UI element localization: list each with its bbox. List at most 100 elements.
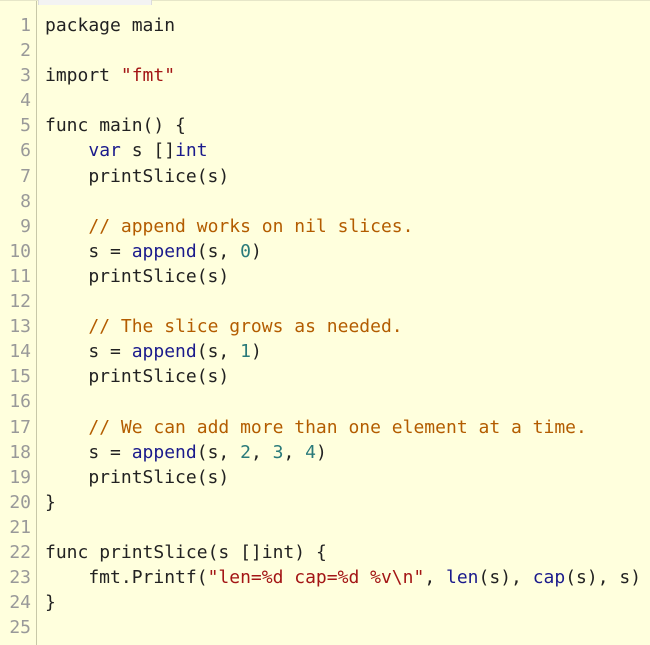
- code-token-plain: ): [316, 441, 327, 463]
- line-number: 3: [20, 65, 31, 87]
- code-token-keyword: var: [88, 140, 121, 162]
- code-token-plain: s =: [45, 441, 132, 463]
- line-number: 1: [20, 15, 31, 36]
- code-token-plain: [45, 316, 88, 337]
- code-token-plain: ,: [283, 441, 306, 463]
- code-line[interactable]: 4: [0, 88, 650, 113]
- code-text: printSlice(s): [45, 364, 229, 389]
- code-text: s = append(s, 2, 3, 4): [45, 440, 327, 465]
- code-token-number: 0: [240, 240, 251, 262]
- code-token-plain: package: [45, 15, 121, 36]
- line-number: 15: [9, 366, 31, 388]
- code-token-plain: main: [120, 15, 176, 36]
- line-number: 20: [9, 491, 31, 513]
- code-line[interactable]: 11 printSlice(s): [0, 264, 650, 289]
- code-line[interactable]: 6 var s []int: [0, 138, 650, 163]
- code-token-plain: printSlice(s): [45, 265, 230, 287]
- line-number: 2: [20, 40, 31, 62]
- code-token-plain: [45, 417, 88, 438]
- code-token-plain: (s), s): [565, 567, 642, 589]
- code-line[interactable]: 12: [0, 289, 650, 314]
- code-line[interactable]: 8: [0, 189, 650, 214]
- line-number: 6: [20, 140, 31, 162]
- code-token-plain: [45, 140, 88, 161]
- line-number: 4: [20, 90, 31, 112]
- code-line[interactable]: 24}: [0, 590, 650, 615]
- code-line[interactable]: 18 s = append(s, 2, 3, 4): [0, 440, 650, 465]
- code-token-comment: // We can add more than one element at a…: [88, 416, 587, 438]
- editor-tab-strip: [38, 0, 152, 5]
- code-token-builtin: append: [131, 341, 197, 363]
- code-token-plain: s =: [45, 240, 132, 262]
- code-line[interactable]: 3 import "fmt": [0, 63, 650, 88]
- code-token-plain: printSlice(s): [45, 466, 230, 488]
- line-number: 19: [9, 466, 31, 488]
- code-token-plain: fmt.Printf(: [45, 567, 208, 589]
- line-number: 10: [9, 240, 31, 262]
- code-line[interactable]: 1 package main: [0, 13, 650, 38]
- code-token-plain: ,: [424, 567, 446, 589]
- code-token-plain: (s,: [196, 441, 241, 463]
- code-token-plain: [110, 65, 121, 86]
- code-line[interactable]: 10 s = append(s, 0): [0, 239, 650, 264]
- code-line[interactable]: 16: [0, 389, 650, 414]
- code-text: // The slice grows as needed.: [45, 314, 403, 339]
- code-token-plain: s =: [45, 341, 132, 363]
- line-number: 5: [20, 115, 31, 137]
- code-line[interactable]: 13 // The slice grows as needed.: [0, 314, 650, 339]
- code-text: // We can add more than one element at a…: [45, 415, 587, 440]
- code-token-builtin: append: [131, 441, 197, 463]
- code-token-plain: [45, 216, 88, 237]
- line-number: 8: [20, 190, 31, 212]
- code-token-plain: (s,: [196, 341, 241, 363]
- code-text: }: [45, 490, 56, 515]
- code-token-plain: printSlice(s): [45, 165, 230, 187]
- code-text: }: [45, 590, 56, 615]
- code-line[interactable]: 23 fmt.Printf("len=%d cap=%d %v\n", len(…: [0, 565, 650, 590]
- line-number: 13: [9, 316, 31, 338]
- code-line[interactable]: 14 s = append(s, 1): [0, 339, 650, 364]
- code-token-plain: printSlice(s []: [88, 541, 262, 563]
- code-token-builtin: cap: [532, 567, 566, 589]
- code-text: func main() {: [45, 113, 186, 138]
- code-token-number: 2: [240, 441, 251, 463]
- code-line[interactable]: 5 func main() {: [0, 113, 650, 138]
- code-line[interactable]: 7 printSlice(s): [0, 164, 650, 189]
- code-text: printSlice(s): [45, 465, 229, 490]
- code-line[interactable]: 9 // append works on nil slices.: [0, 214, 650, 239]
- code-token-comment: // append works on nil slices.: [88, 215, 414, 237]
- code-line[interactable]: 20}: [0, 490, 650, 515]
- line-number: 21: [9, 516, 31, 538]
- code-token-plain: main() {: [88, 115, 186, 137]
- line-number: 22: [9, 541, 31, 563]
- code-token-plain: ): [250, 240, 262, 262]
- code-text: s = append(s, 1): [45, 339, 261, 364]
- code-line[interactable]: 25: [0, 615, 650, 640]
- code-token-number: 3: [272, 441, 284, 463]
- code-token-comment: // The slice grows as needed.: [88, 316, 403, 338]
- code-line[interactable]: 21: [0, 515, 650, 540]
- code-line[interactable]: 2: [0, 38, 650, 63]
- line-number: 9: [20, 215, 31, 237]
- code-line[interactable]: 17 // We can add more than one element a…: [0, 415, 650, 440]
- code-token-plain: }: [45, 592, 56, 614]
- code-text: import "fmt": [45, 63, 175, 88]
- line-number: 11: [9, 265, 31, 287]
- code-text: var s []int: [45, 138, 207, 163]
- code-token-plain: func: [45, 115, 89, 137]
- line-number: 17: [9, 416, 31, 438]
- code-token-string: "len=%d cap=%d %v\n": [207, 567, 425, 589]
- code-line[interactable]: 19 printSlice(s): [0, 465, 650, 490]
- code-token-plain: (s,: [196, 240, 241, 262]
- code-token-plain: ,: [250, 441, 273, 463]
- code-text: printSlice(s): [45, 264, 229, 289]
- line-number: 18: [9, 441, 31, 463]
- code-token-builtin: len: [446, 567, 479, 589]
- line-number: 16: [9, 391, 31, 413]
- code-token-number: 1: [240, 341, 251, 363]
- code-line[interactable]: 15 printSlice(s): [0, 364, 650, 389]
- code-text: s = append(s, 0): [45, 239, 262, 264]
